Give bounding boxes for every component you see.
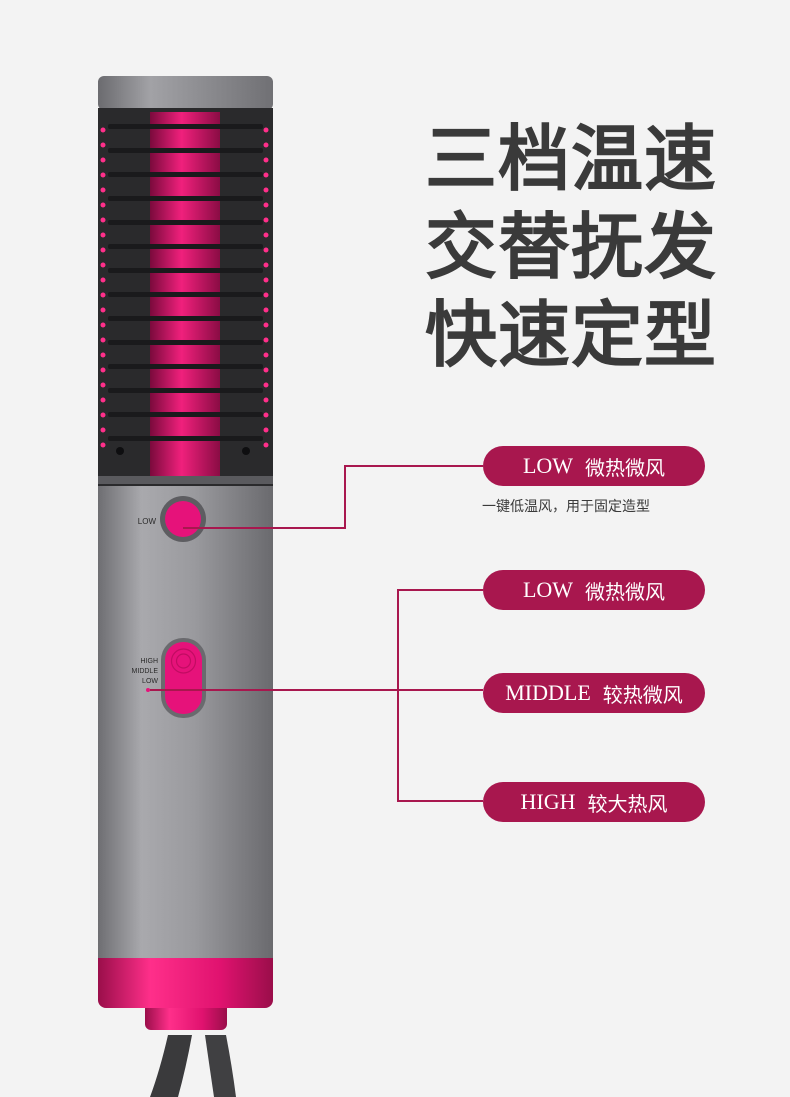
headline-line-3: 快速定型 [425, 293, 718, 377]
cool-shot-button [165, 501, 201, 537]
slider-label-middle: MIDDLE [131, 668, 158, 675]
callout-desc: 微热微风 [585, 455, 666, 480]
top-cap [98, 76, 273, 110]
headline: 三档温速 交替抚发 快速定型 [425, 115, 755, 379]
option-mode: HIGH [520, 789, 576, 814]
speed-slider-knob [165, 642, 202, 714]
option-mode: LOW [522, 577, 574, 602]
slider-option-middle: MIDDLE 较热微风 [483, 673, 705, 713]
slider-option-low: LOW 微热微风 [483, 570, 705, 610]
power-cord [150, 1035, 192, 1097]
slider-label-low: LOW [142, 678, 158, 685]
brush-bristles-left [100, 127, 106, 448]
low-button-note: 一键低温风，用于固定造型 [482, 499, 650, 515]
option-desc: 较大热风 [587, 791, 668, 816]
base-ring [98, 948, 273, 1008]
option-mode: MIDDLE [505, 680, 591, 705]
device-label-low: LOW [137, 517, 156, 526]
option-desc: 较热微风 [602, 682, 683, 707]
callout-mode: LOW [522, 453, 574, 478]
headline-line-1: 三档温速 [425, 117, 718, 201]
option-desc: 微热微风 [585, 579, 666, 604]
slider-option-high: HIGH 较大热风 [483, 782, 705, 822]
slider-label-high: HIGH [140, 658, 159, 665]
brush-bristles-right [263, 127, 269, 448]
headline-line-2: 交替抚发 [425, 205, 718, 289]
brush-ribs [108, 124, 263, 441]
handle-body [98, 480, 273, 958]
low-button-callout: LOW 微热微风 [483, 446, 705, 486]
callout-lines [150, 465, 483, 802]
